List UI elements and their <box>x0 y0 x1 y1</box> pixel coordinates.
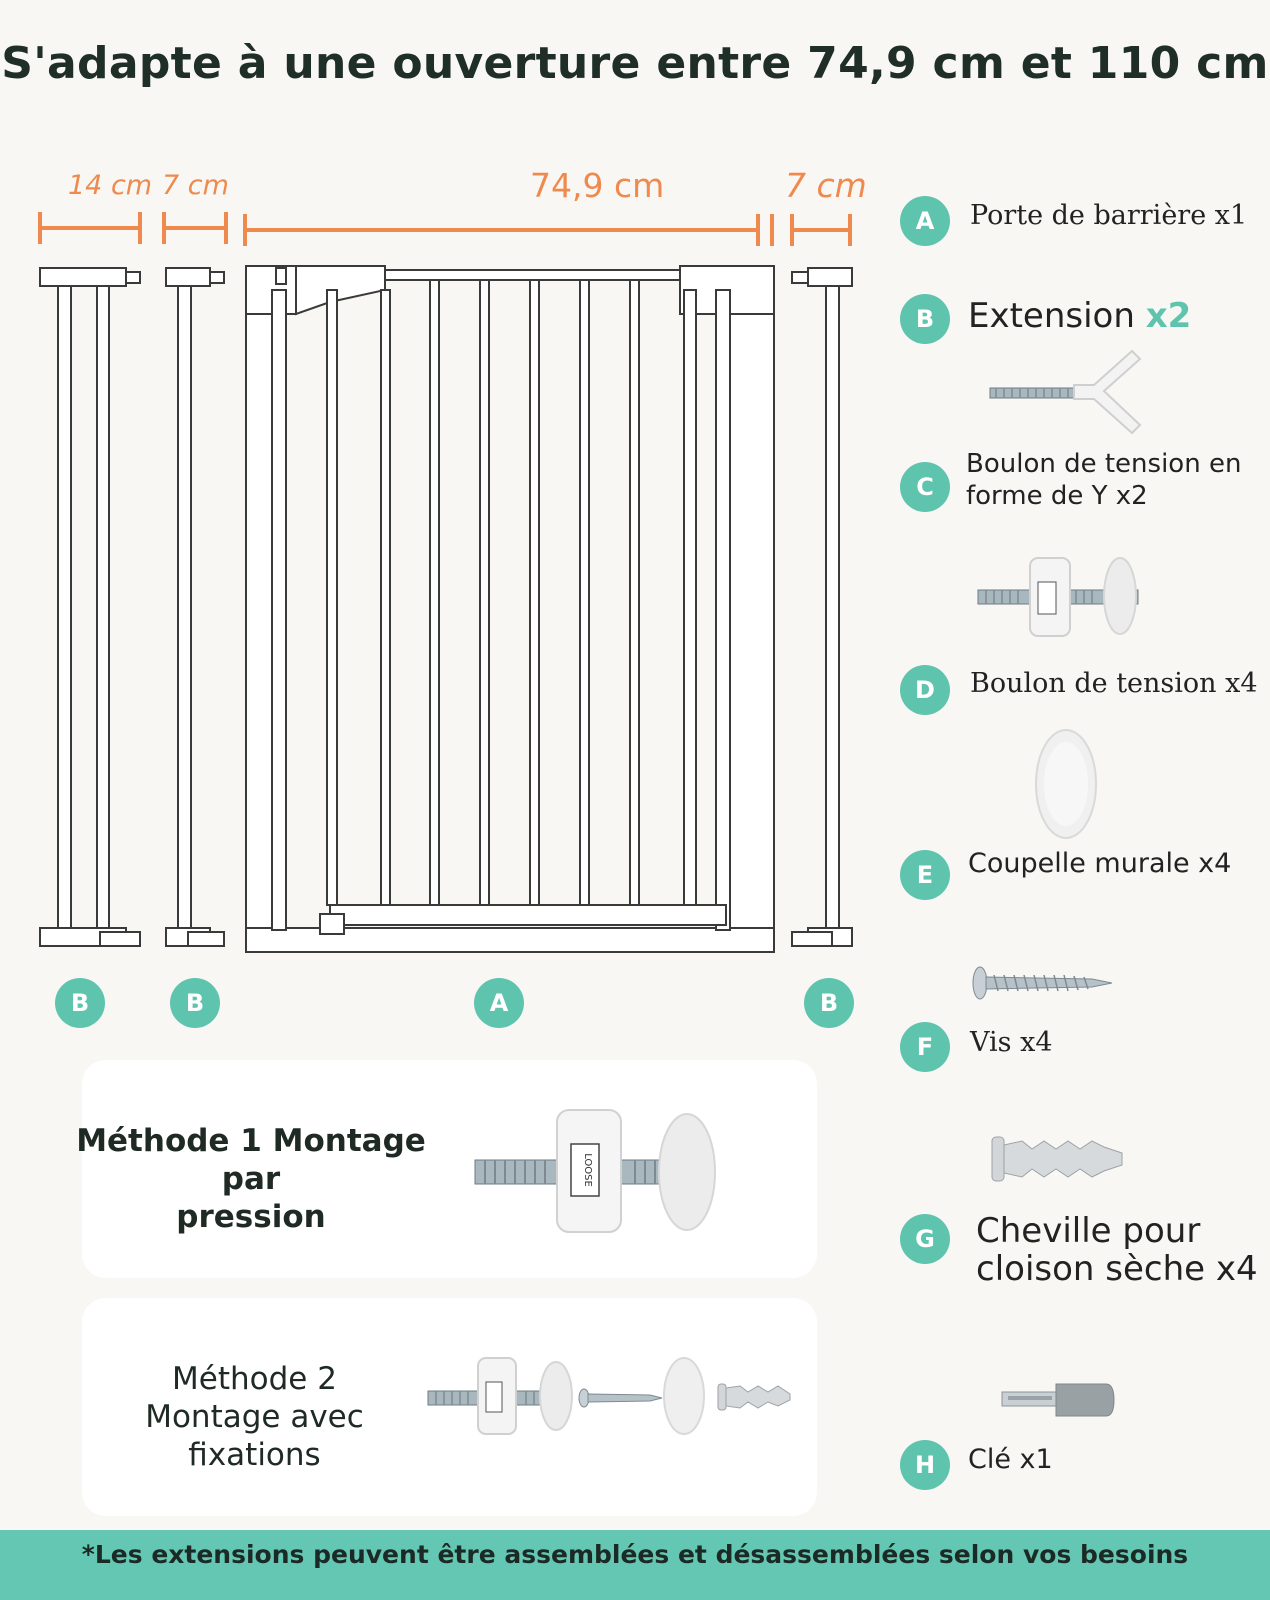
part-b-qty: x2 <box>1145 296 1192 336</box>
method-1-bolt-loose-text: LOOSE <box>582 1153 593 1187</box>
badge-e: E <box>900 850 950 900</box>
dimension-label-7cm-right: 7 cm <box>785 166 867 205</box>
badge-c: C <box>900 462 950 512</box>
drywall-anchor-image <box>991 1136 1123 1182</box>
part-a-label: Porte de barrière x1 <box>970 200 1248 231</box>
screw-image <box>972 966 1113 1000</box>
dimension-label-14cm: 14 cm <box>68 170 153 201</box>
badge-a: A <box>900 196 950 246</box>
badge-b-extension-7cm-left: B <box>170 978 220 1028</box>
tension-bolt-image <box>977 557 1139 637</box>
footer-banner: *Les extensions peuvent être assemblées … <box>0 1530 1270 1600</box>
part-d-label: Boulon de tension x4 <box>970 668 1258 699</box>
badge-d: D <box>900 665 950 715</box>
badge-b-extension-14cm: B <box>55 978 105 1028</box>
key-image <box>1001 1383 1115 1417</box>
method-1-bolt-image: LOOSE <box>474 1109 716 1233</box>
footer-note: *Les extensions peuvent être assemblées … <box>81 1540 1189 1569</box>
part-h-label: Clé x1 <box>968 1444 1053 1475</box>
method-2-parts-image <box>427 1357 791 1435</box>
part-e-label: Coupelle murale x4 <box>968 848 1232 879</box>
gate-diagram <box>39 265 853 953</box>
badge-b-extension-7cm-right: B <box>804 978 854 1028</box>
badge-b: B <box>900 294 950 344</box>
badge-a-gate: A <box>474 978 524 1028</box>
y-tension-bolt-image <box>989 349 1142 435</box>
page-title: S'adapte à une ouverture entre 74,9 cm e… <box>1 38 1269 89</box>
part-b-label: Extension x2 <box>968 296 1192 336</box>
dimension-lines <box>38 212 852 246</box>
part-f-label: Vis x4 <box>970 1027 1053 1058</box>
badge-g: G <box>900 1214 950 1264</box>
dimension-label-7cm-left: 7 cm <box>162 170 229 201</box>
badge-h: H <box>900 1440 950 1490</box>
wall-cup-image <box>1035 729 1097 839</box>
dimension-label-gate: 74,9 cm <box>530 166 665 205</box>
badge-f: F <box>900 1022 950 1072</box>
